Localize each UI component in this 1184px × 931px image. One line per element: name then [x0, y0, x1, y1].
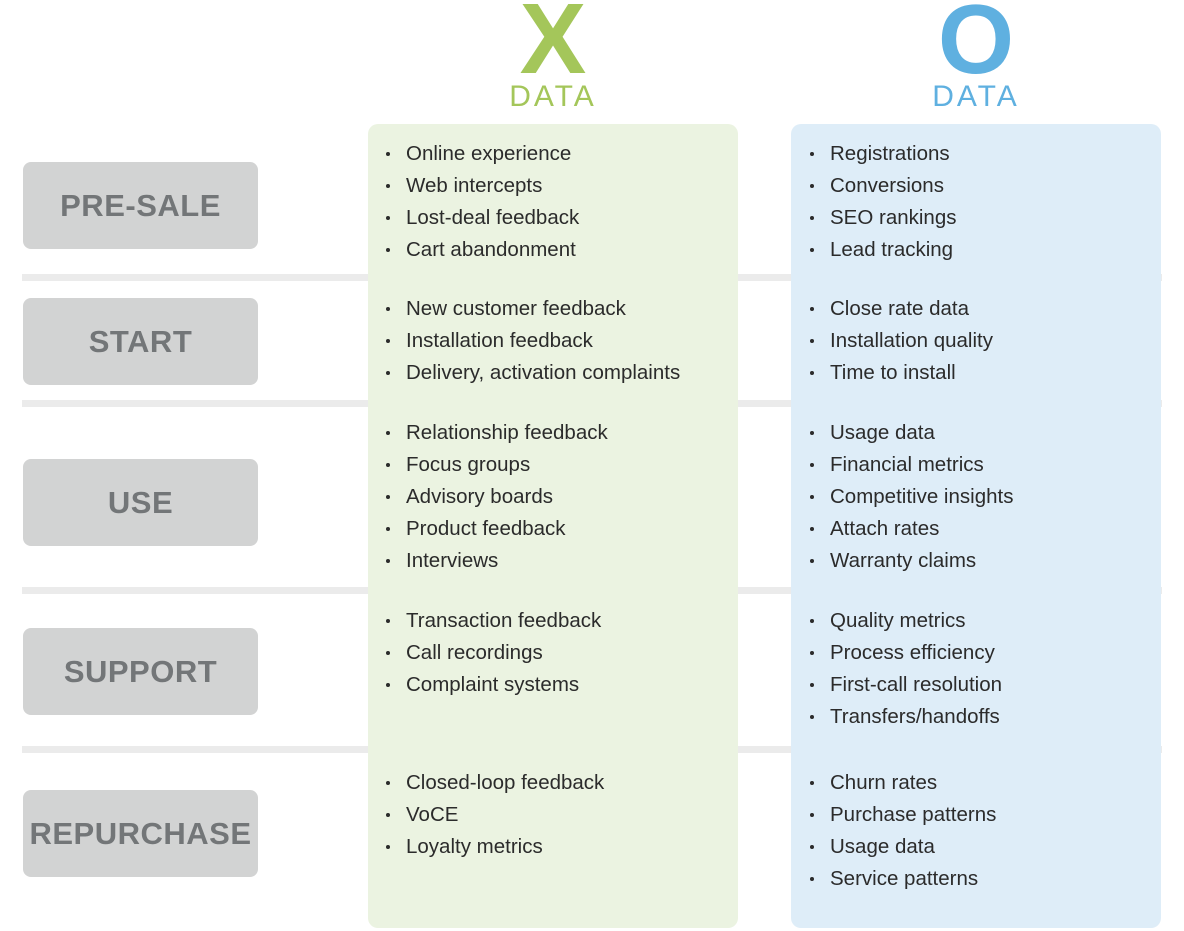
o-list-support: Quality metrics Process efficiency First…	[807, 605, 1002, 733]
list-item: Financial metrics	[807, 449, 1013, 481]
x-list-repurchase: Closed-loop feedback VoCE Loyalty metric…	[383, 767, 604, 863]
o-list-pre-sale: Registrations Conversions SEO rankings L…	[807, 138, 956, 266]
stage-start: START	[23, 298, 258, 385]
list-item: Cart abandonment	[383, 234, 579, 266]
list-item: SEO rankings	[807, 202, 956, 234]
list-item: Close rate data	[807, 293, 993, 325]
o-list-use: Usage data Financial metrics Competitive…	[807, 417, 1013, 577]
list-item: VoCE	[383, 799, 604, 831]
stage-pre-sale: PRE-SALE	[23, 162, 258, 249]
list-item: Product feedback	[383, 513, 608, 545]
list-item: Loyalty metrics	[383, 831, 604, 863]
list-item: Complaint systems	[383, 669, 601, 701]
list-item: Focus groups	[383, 449, 608, 481]
stage-label: SUPPORT	[63, 653, 218, 689]
list-item: Online experience	[383, 138, 579, 170]
list-item: Installation quality	[807, 325, 993, 357]
o-list-start: Close rate data Installation quality Tim…	[807, 293, 993, 389]
stage-label: USE	[107, 484, 174, 520]
o-data-label: DATA	[932, 80, 1020, 113]
stage-support: SUPPORT	[23, 628, 258, 715]
list-item: Competitive insights	[807, 481, 1013, 513]
x-data-label: DATA	[509, 80, 597, 113]
list-item: Usage data	[807, 417, 1013, 449]
list-item: Registrations	[807, 138, 956, 170]
list-item: Lost-deal feedback	[383, 202, 579, 234]
list-item: Transaction feedback	[383, 605, 601, 637]
stage-label: REPURCHASE	[29, 815, 252, 851]
x-data-column	[368, 124, 738, 928]
list-item: Installation feedback	[383, 325, 680, 357]
o-letter: O	[937, 0, 1015, 94]
x-list-pre-sale: Online experience Web intercepts Lost-de…	[383, 138, 579, 266]
list-item: Lead tracking	[807, 234, 956, 266]
list-item: First-call resolution	[807, 669, 1002, 701]
stage-repurchase: REPURCHASE	[23, 790, 258, 877]
o-data-column	[791, 124, 1161, 928]
list-item: Warranty claims	[807, 545, 1013, 577]
list-item: Service patterns	[807, 863, 996, 895]
list-item: Attach rates	[807, 513, 1013, 545]
stage-use: USE	[23, 459, 258, 546]
o-list-repurchase: Churn rates Purchase patterns Usage data…	[807, 767, 996, 895]
x-list-start: New customer feedback Installation feedb…	[383, 293, 680, 389]
list-item: Time to install	[807, 357, 993, 389]
list-item: Call recordings	[383, 637, 601, 669]
list-item: Interviews	[383, 545, 608, 577]
list-item: Transfers/handoffs	[807, 701, 1002, 733]
x-list-use: Relationship feedback Focus groups Advis…	[383, 417, 608, 577]
list-item: Quality metrics	[807, 605, 1002, 637]
x-list-support: Transaction feedback Call recordings Com…	[383, 605, 601, 701]
list-item: Relationship feedback	[383, 417, 608, 449]
list-item: Conversions	[807, 170, 956, 202]
list-item: Process efficiency	[807, 637, 1002, 669]
x-letter: X	[519, 0, 587, 95]
o-data-header: O DATA	[791, 0, 1161, 114]
list-item: Churn rates	[807, 767, 996, 799]
list-item: Purchase patterns	[807, 799, 996, 831]
list-item: Closed-loop feedback	[383, 767, 604, 799]
x-data-header: X DATA	[368, 0, 738, 114]
list-item: Advisory boards	[383, 481, 608, 513]
list-item: Usage data	[807, 831, 996, 863]
stage-label: PRE-SALE	[60, 187, 221, 223]
list-item: Web intercepts	[383, 170, 579, 202]
list-item: New customer feedback	[383, 293, 680, 325]
stage-label: START	[88, 323, 193, 359]
list-item: Delivery, activation complaints	[383, 357, 680, 389]
